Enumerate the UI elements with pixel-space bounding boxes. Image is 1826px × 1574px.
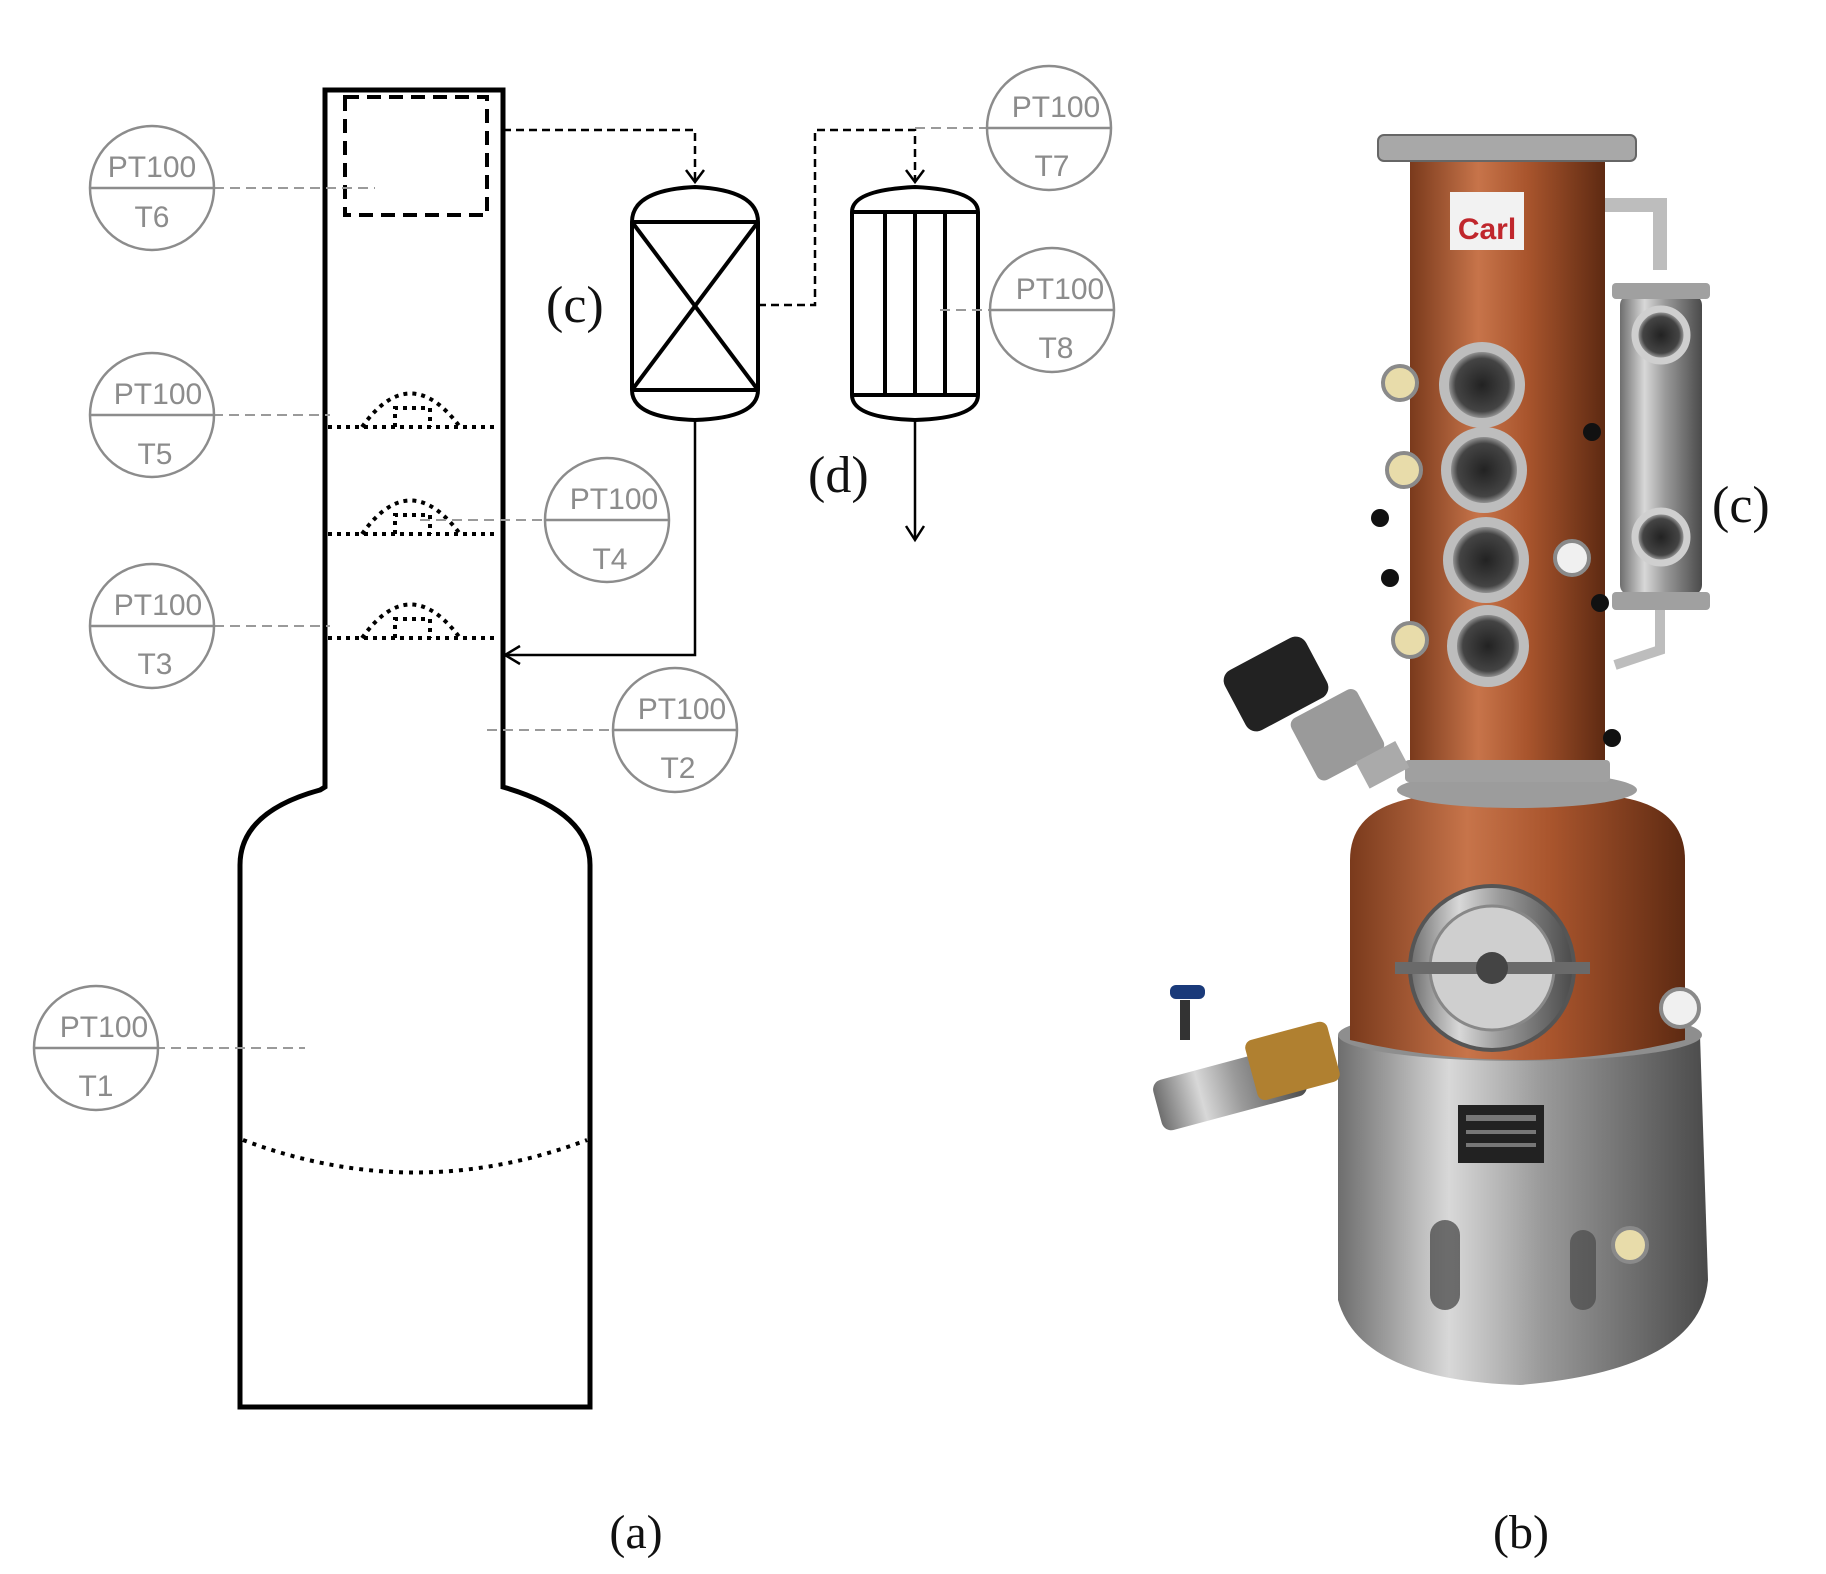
reflux-arrow [502, 644, 521, 666]
sensor-leaders [155, 127, 990, 1049]
sensor-t2: PT100 T2 [611, 666, 739, 794]
sensor-t3: PT100 T3 [88, 562, 216, 690]
carl-logo-text: Carl [1458, 213, 1516, 246]
column-outline [237, 87, 593, 1410]
liquid-level [242, 1138, 588, 1175]
sensor-t8-type: PT100 [1016, 273, 1104, 306]
arrow-d [905, 169, 925, 185]
sensor-t4-tag: T4 [592, 543, 627, 576]
caption-a: (a) [609, 1506, 662, 1559]
sensor-t7-type: PT100 [1012, 91, 1100, 124]
sensor-t6-type: PT100 [108, 151, 196, 184]
sensor-t3-tag: T3 [137, 648, 172, 681]
dephlegmator-box [343, 95, 489, 217]
sight-glasses [1439, 342, 1529, 687]
caption-b: (b) [1493, 1506, 1549, 1559]
bubble-cap-tray-2 [328, 498, 498, 536]
sensor-t5-tag: T5 [137, 438, 172, 471]
sensor-t3-type: PT100 [114, 589, 202, 622]
sensor-t4: PT100 T4 [543, 456, 671, 584]
distillate-arrow [904, 525, 926, 543]
sensor-t8: PT100 T8 [988, 246, 1116, 374]
valve-knobs [1371, 423, 1621, 747]
reflux-line [505, 420, 697, 657]
sensor-t5: PT100 T5 [88, 351, 216, 479]
line-c-to-d [758, 128, 917, 307]
label-c-schematic: (c) [546, 277, 604, 334]
sensor-t7: PT100 T7 [985, 64, 1113, 192]
vapour-line-to-c [503, 128, 697, 180]
carl-logo [1450, 192, 1524, 250]
label-c-photo: (c) [1712, 477, 1770, 534]
vapour-arrow-c [685, 169, 705, 185]
sensor-t6: PT100 T6 [88, 124, 216, 252]
sensor-t7-tag: T7 [1034, 150, 1069, 183]
sensor-t1: PT100 T1 [32, 984, 160, 1112]
gauges [1381, 364, 1701, 1264]
drain-valve [1153, 985, 1340, 1131]
agitator-motor [1223, 636, 1410, 789]
bubble-cap-tray-1 [328, 391, 498, 429]
sensor-t2-type: PT100 [638, 693, 726, 726]
sensor-t1-type: PT100 [60, 1011, 148, 1044]
sensor-t2-tag: T2 [660, 752, 695, 785]
sensor-t4-type: PT100 [570, 483, 658, 516]
schematic: (c) (d) PT100 T6 PT100 T5 [32, 64, 1116, 1410]
condenser-d [850, 184, 980, 423]
sensor-t8-tag: T8 [1038, 332, 1073, 365]
sensor-t6-tag: T6 [134, 201, 169, 234]
side-condenser [1605, 198, 1710, 670]
condenser-c [630, 184, 760, 423]
bubble-cap-tray-3 [328, 602, 498, 640]
label-d-schematic: (d) [808, 447, 869, 504]
sensor-t1-tag: T1 [78, 1070, 113, 1103]
still-photo: Carl [1153, 134, 1770, 1385]
steel-base [1338, 1035, 1708, 1385]
sensor-t5-type: PT100 [114, 378, 202, 411]
